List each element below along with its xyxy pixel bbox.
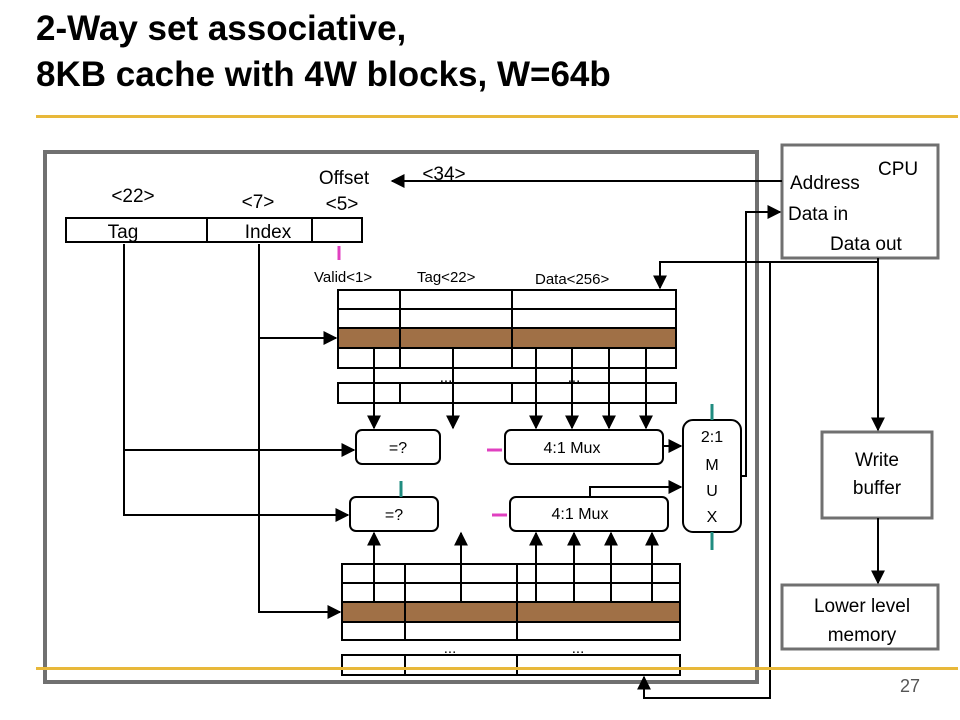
tag-column-label: Tag<22>	[417, 269, 476, 286]
footer-divider	[36, 667, 958, 670]
upper-way-array: ... ...	[337, 289, 677, 404]
address-bits-label: <34>	[422, 164, 465, 185]
lower-memory-box: Lower level memory	[780, 583, 940, 651]
upper-selected-block	[337, 327, 677, 349]
index-field-label: Index	[245, 222, 292, 243]
mux2-line-1: 2:1	[701, 429, 723, 446]
tag-bits-label: <22>	[111, 186, 154, 207]
lower-comparator-label: =?	[385, 507, 403, 524]
mux-2to1: 2:1 M U X	[682, 419, 742, 533]
upper-4to1-mux: 4:1 Mux	[504, 429, 664, 465]
upper-comparator-label: =?	[389, 440, 407, 457]
cpu-title: CPU	[878, 159, 918, 180]
upper-data-ellipsis: ...	[568, 369, 581, 386]
index-bits-label: <7>	[242, 192, 275, 213]
cpu-data-out-label: Data out	[830, 234, 903, 255]
lower-mux4-label: 4:1 Mux	[552, 506, 609, 523]
lower-4to1-mux: 4:1 Mux	[509, 496, 669, 532]
valid-column-label: Valid<1>	[314, 269, 372, 286]
write-buffer-box: Write buffer	[820, 430, 934, 520]
lower-memory-line2: memory	[828, 625, 897, 646]
upper-mux4-label: 4:1 Mux	[544, 440, 601, 457]
lower-memory-line1: Lower level	[814, 596, 910, 617]
upper-comparator: =?	[355, 429, 441, 465]
cache-frame	[43, 150, 759, 684]
tag-to-lower-comparator	[123, 450, 350, 522]
write-buffer-line2: buffer	[853, 478, 902, 499]
title-line-2: 8KB cache with 4W blocks, W=64b	[36, 55, 611, 94]
cpu-box: CPU Address Data in Data out	[780, 143, 940, 260]
page-number: 27	[900, 676, 921, 696]
mux2-line-3: U	[706, 483, 718, 500]
data-out-to-lower-array	[637, 262, 771, 699]
index-to-upper-array	[258, 244, 338, 345]
mux-to-cpu-data-in	[741, 205, 782, 477]
mux2-line-4: X	[707, 509, 718, 526]
mux2-line-2: M	[705, 457, 718, 474]
cpu-data-in-label: Data in	[788, 204, 848, 225]
lower-comparator: =?	[349, 496, 439, 532]
tag-field-label: Tag	[108, 222, 139, 243]
title-divider	[36, 115, 958, 118]
write-buffer-line1: Write	[855, 450, 899, 471]
slide-title: 2-Way set associative, 8KB cache with 4W…	[36, 6, 611, 98]
offset-bits-label: <5>	[326, 194, 359, 215]
data-column-label: Data<256>	[535, 271, 609, 288]
cpu-data-out-to-array	[653, 261, 878, 290]
title-line-1: 2-Way set associative,	[36, 9, 407, 48]
lower-tag-ellipsis: ...	[444, 640, 457, 657]
offset-label: Offset	[319, 168, 370, 189]
lower-way-array: ... ...	[341, 563, 681, 676]
upper-tag-ellipsis: ...	[440, 369, 453, 386]
cpu-address-label: Address	[790, 173, 860, 194]
index-to-lower-array	[258, 338, 342, 619]
lower-data-ellipsis: ...	[572, 640, 585, 657]
address-register: Tag Index	[65, 217, 363, 243]
lower-selected-block	[341, 601, 681, 623]
